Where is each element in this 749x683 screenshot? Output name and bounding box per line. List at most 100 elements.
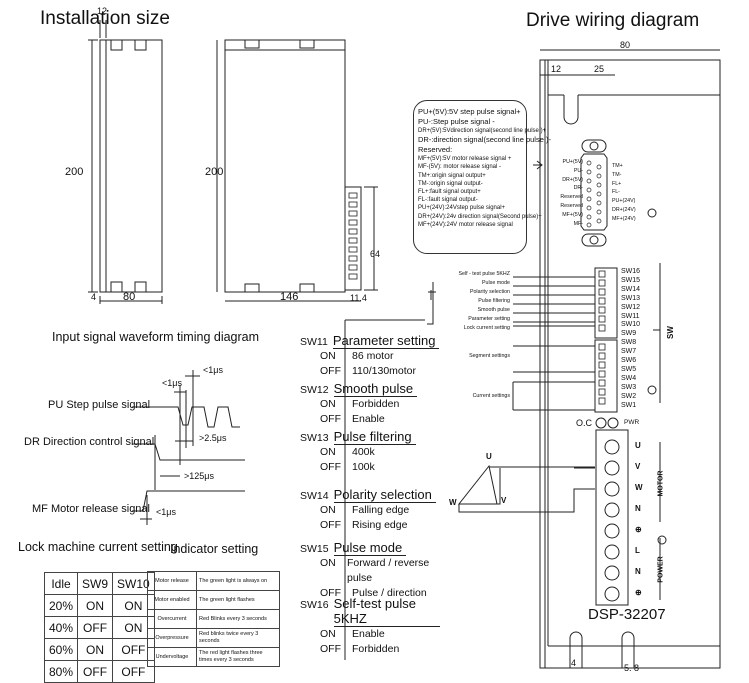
front-view-drawing bbox=[216, 39, 378, 302]
pwr-label: PWR bbox=[624, 419, 640, 426]
connector-pin-label: DR+(5V) bbox=[562, 176, 583, 183]
motor-label: MOTOR bbox=[657, 470, 665, 497]
sw-option-value: Enable bbox=[352, 413, 385, 425]
connector-pin-label: PU+(24V) bbox=[612, 198, 636, 205]
table-cell: ON bbox=[112, 594, 155, 617]
dim-bottom-width: 80 bbox=[123, 291, 136, 303]
indicator-title: Indicator setting bbox=[170, 542, 259, 556]
signal-note: TM+:origin signal output+ bbox=[418, 172, 486, 179]
terminal-label: N bbox=[635, 567, 641, 576]
dip-function-label: Polarity selection bbox=[469, 289, 510, 295]
dip-function-label: Self - test pulse 5KHZ bbox=[458, 271, 510, 277]
dim-height-left: 200 bbox=[65, 166, 84, 178]
table-cell: 80% bbox=[43, 660, 79, 683]
dip-function-label: Parameter setting bbox=[468, 316, 510, 322]
sw-option-value: 400k bbox=[352, 446, 375, 458]
sw-id: SW16 bbox=[300, 599, 329, 611]
connector-pin-label: MF- bbox=[573, 220, 583, 227]
sw-option-state: OFF bbox=[320, 519, 341, 531]
signal-notes-callout: PU+(5V):5V step pulse signal+PU-:Step pu… bbox=[413, 100, 551, 254]
timing-label: <1μs bbox=[203, 365, 223, 375]
dip-function-label: Lock current setting bbox=[463, 325, 510, 331]
switch-label: SW13 bbox=[621, 294, 641, 302]
table-cell: Motor enabled bbox=[147, 590, 197, 610]
switch-label: SW3 bbox=[621, 383, 637, 391]
sw-option: ON Enable bbox=[300, 627, 440, 642]
dim-side-width: 12 bbox=[97, 6, 108, 16]
dip-function-label: Pulse mode bbox=[482, 280, 510, 286]
signal-note: PU+(5V):5V step pulse signal+ bbox=[418, 107, 521, 116]
sw-option-value: 86 motor bbox=[352, 350, 394, 362]
connector-pin-label: PU+(5V) bbox=[562, 159, 583, 165]
signal-note: FL-:fault signal output- bbox=[418, 197, 478, 204]
dip-function-label: Pulse filtering bbox=[478, 298, 510, 304]
signal-note: DR-:direction signal(second line pulse )… bbox=[418, 135, 551, 145]
table-cell: 60% bbox=[43, 638, 79, 661]
signal-note: DR+(5V):5Vdirection signal(second line p… bbox=[418, 128, 547, 134]
dim-bottom-left-wiring: 4 bbox=[571, 658, 577, 668]
terminal-label: ⊕ bbox=[635, 588, 642, 597]
sw-name: Polarity selection bbox=[333, 487, 436, 503]
sw-option-state: ON bbox=[320, 504, 336, 516]
table-cell: The green light flashes bbox=[196, 590, 280, 610]
connector-pin-label: DR+(24V) bbox=[612, 207, 636, 213]
dim-depth: 146 bbox=[280, 291, 299, 303]
sw-name: Pulse filtering bbox=[333, 429, 416, 445]
table-cell: OFF bbox=[77, 616, 114, 639]
sw-option-state: ON bbox=[320, 446, 336, 458]
switch-label: SW11 bbox=[621, 312, 640, 320]
table-cell: Overpressure bbox=[147, 628, 197, 648]
switch-label: SW10 bbox=[621, 321, 641, 329]
timing-label: >2.5μs bbox=[199, 433, 227, 443]
signal-note: MF+(5V):5V motor release signal + bbox=[418, 156, 512, 163]
segment-settings-label: Segment settings bbox=[469, 353, 510, 359]
table-cell: The red light flashes three times every … bbox=[196, 647, 280, 667]
sw-option-state: OFF bbox=[320, 365, 341, 377]
sw-option-state: ON bbox=[320, 398, 336, 410]
signal-label-mf: MF Motor release signal bbox=[32, 503, 150, 515]
terminal-label: L bbox=[635, 546, 640, 555]
lock-current-title: Lock machine current setting bbox=[18, 540, 178, 554]
terminal-label: U bbox=[635, 441, 641, 450]
sw-option-value: Enable bbox=[352, 628, 385, 640]
waveform-title: Input signal waveform timing diagram bbox=[52, 330, 260, 344]
sw-id: SW13 bbox=[300, 432, 329, 444]
table-header-cell: SW9 bbox=[77, 572, 114, 595]
sw-option-state: OFF bbox=[320, 643, 341, 655]
table-cell: ON bbox=[77, 594, 114, 617]
power-label: POWER bbox=[657, 556, 665, 583]
connector-pin-label: FL- bbox=[612, 189, 620, 196]
signal-note: Reserved: bbox=[418, 145, 453, 155]
sw-option-state: OFF bbox=[320, 587, 341, 599]
waveform-drawing bbox=[132, 370, 245, 525]
dip-function-label: Smooth pulse bbox=[477, 307, 510, 313]
switch-label: SW8 bbox=[621, 339, 637, 347]
sw-id: SW12 bbox=[300, 384, 329, 396]
table-cell: Red blinks twice every 3 seconds bbox=[196, 628, 280, 648]
sw-id: SW14 bbox=[300, 490, 329, 502]
signal-note: MF-(5V): motor release signal - bbox=[418, 164, 502, 171]
connector-pin-label: FL+ bbox=[612, 180, 622, 187]
model-label: DSP-32207 bbox=[588, 606, 666, 623]
switch-label: SW15 bbox=[621, 276, 641, 284]
sw-name: Self-test pulse 5KHZ bbox=[333, 596, 440, 627]
table-cell: 40% bbox=[43, 616, 79, 639]
dim-width: 80 bbox=[620, 40, 631, 50]
motor-phase-w: W bbox=[449, 498, 457, 507]
sw-option-state: ON bbox=[320, 628, 336, 640]
sw-option-value: Rising edge bbox=[352, 519, 408, 531]
switch-label: SW12 bbox=[621, 303, 641, 311]
sw-option-state: OFF bbox=[320, 461, 341, 473]
signal-label-pu: PU Step pulse signal bbox=[48, 399, 151, 411]
timing-label: <1μs bbox=[156, 507, 176, 517]
dim-pitch: 25 bbox=[594, 64, 605, 74]
